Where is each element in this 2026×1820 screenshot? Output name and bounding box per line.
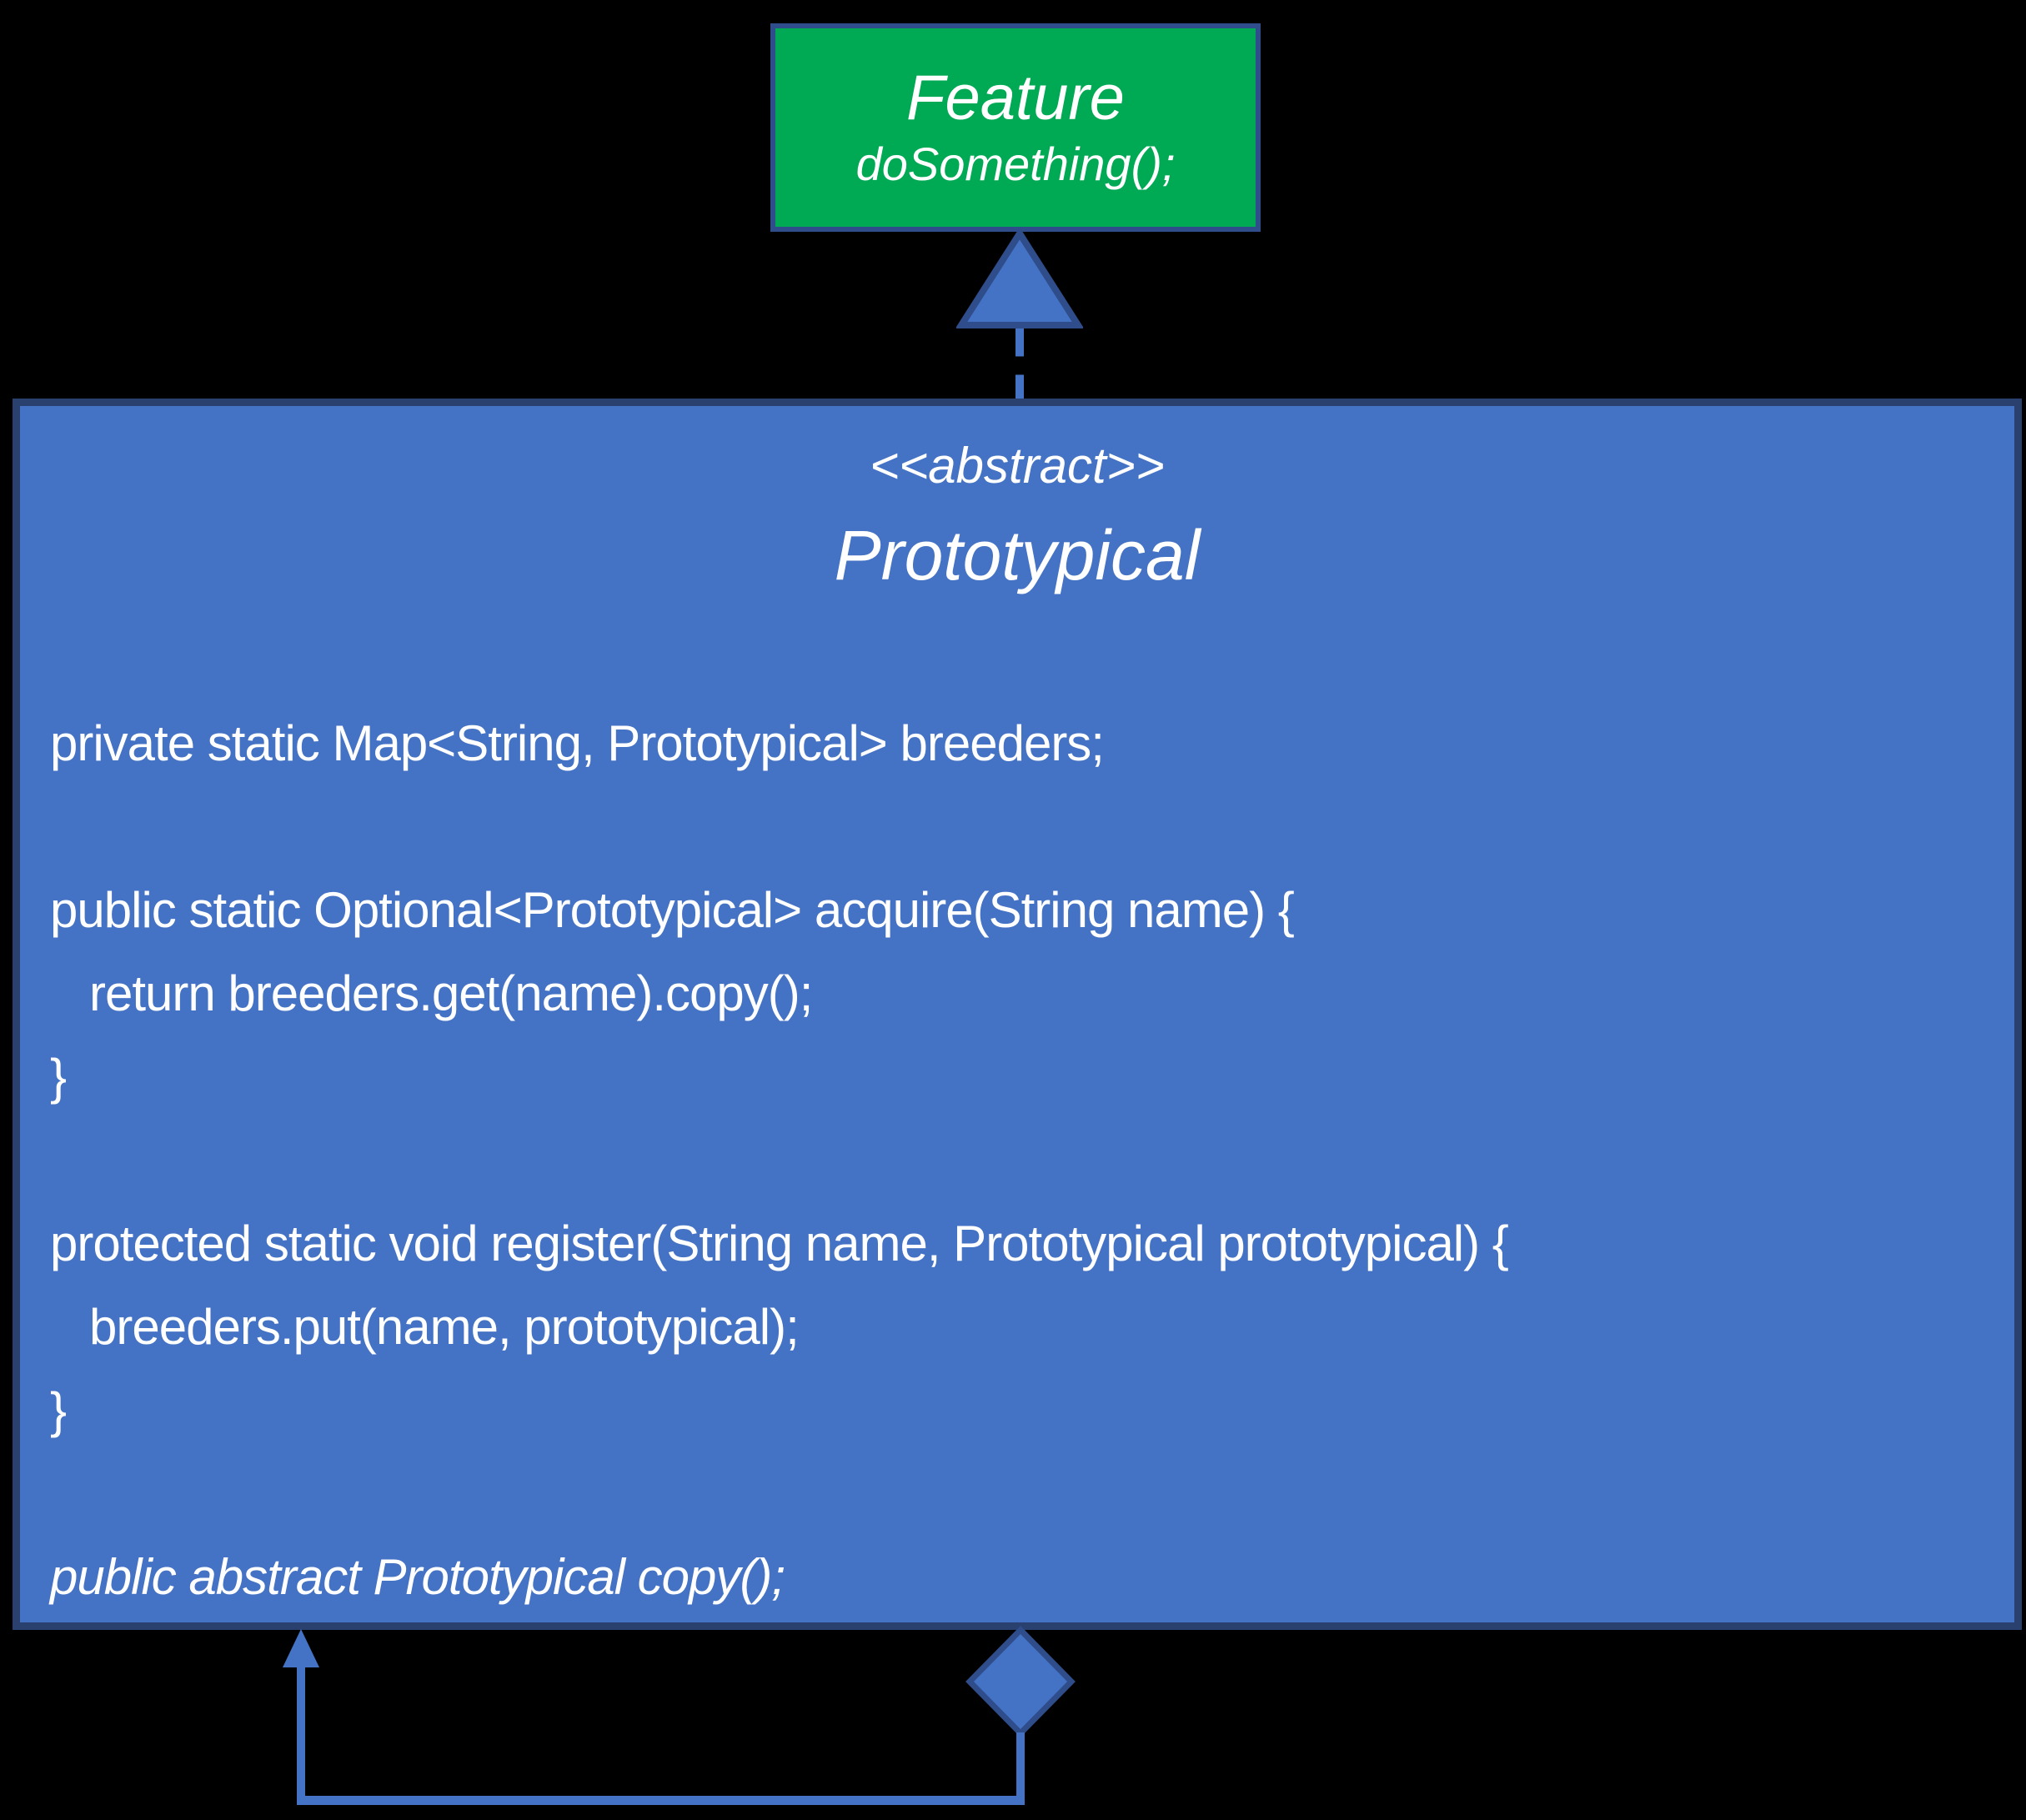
code-line: protected static void register(String na… xyxy=(50,1215,1509,1271)
code-line: } xyxy=(50,1048,67,1105)
association-line-vertical-left xyxy=(297,1662,305,1805)
feature-interface-box: Feature doSomething(); xyxy=(770,23,1261,232)
code-line: private static Map<String, Prototypical>… xyxy=(50,714,1105,771)
code-line: breeders.put(name, prototypical); xyxy=(50,1298,800,1355)
aggregation-diamond-icon xyxy=(965,1626,1076,1737)
association-line-horizontal xyxy=(297,1796,1025,1805)
prototypical-class-box: <<abstract>> Prototypical private static… xyxy=(13,399,2022,1630)
realization-dashed-line xyxy=(1016,328,1024,399)
class-header: <<abstract>> Prototypical xyxy=(20,406,2014,604)
code-line xyxy=(50,785,2014,868)
code-line: public abstract Prototypical copy(); xyxy=(50,1548,785,1605)
class-code-block: private static Map<String, Prototypical>… xyxy=(20,701,2014,1618)
code-line: } xyxy=(50,1381,67,1438)
code-line: public static Optional<Prototypical> acq… xyxy=(50,881,1295,938)
feature-box-method: doSomething(); xyxy=(855,137,1176,190)
code-line: return breeders.get(name).copy(); xyxy=(50,965,813,1021)
realization-triangle-icon xyxy=(956,228,1083,328)
class-name: Prototypical xyxy=(834,516,1201,594)
feature-box-title: Feature xyxy=(906,63,1125,134)
class-stereotype: <<abstract>> xyxy=(870,438,1165,494)
association-arrowhead-icon xyxy=(283,1629,319,1667)
association-line-vertical-right xyxy=(1016,1732,1025,1801)
code-line xyxy=(50,1118,2014,1201)
code-line xyxy=(50,1451,2014,1535)
